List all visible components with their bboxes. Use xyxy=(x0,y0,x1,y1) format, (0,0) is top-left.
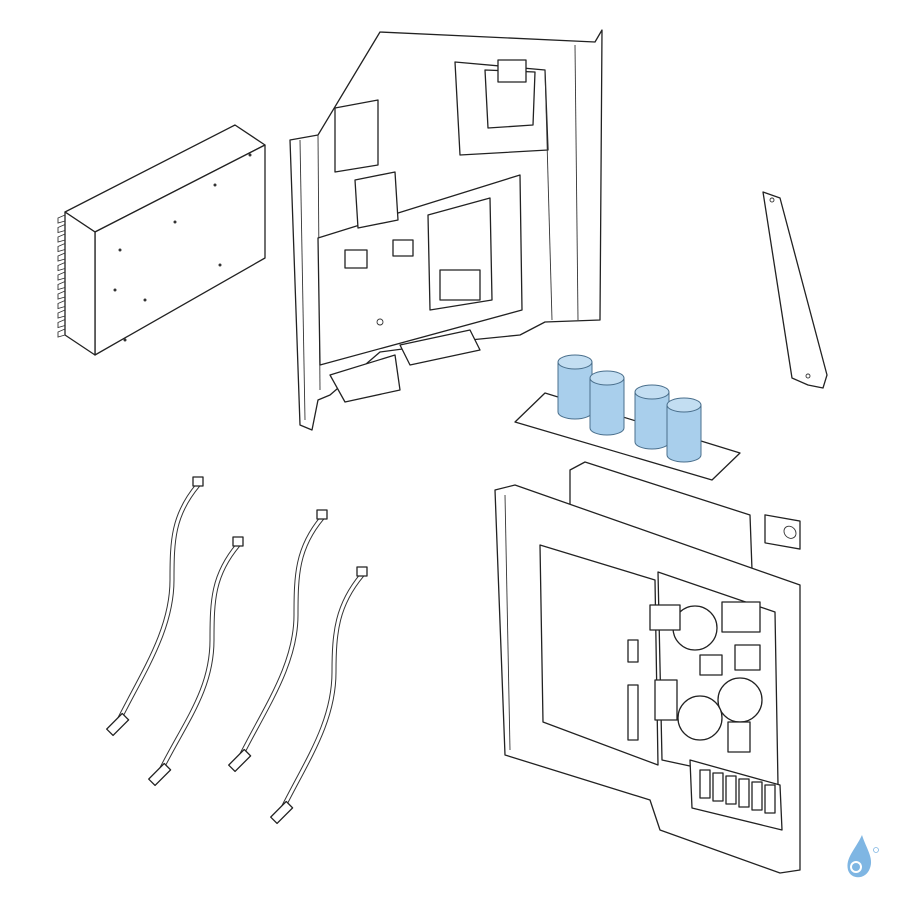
sensor-probe xyxy=(148,536,244,787)
capacitor xyxy=(666,397,702,463)
sensor-probe xyxy=(270,566,368,825)
terminal xyxy=(699,769,711,799)
fin xyxy=(57,262,66,272)
terminal xyxy=(725,775,737,805)
fin xyxy=(57,300,66,310)
capacitor-board[interactable] xyxy=(514,354,741,481)
terminal xyxy=(764,784,776,814)
fin xyxy=(57,224,66,234)
sensor-probe xyxy=(106,476,204,737)
fin xyxy=(57,271,66,281)
fin xyxy=(57,252,66,262)
brand-logo xyxy=(847,835,879,878)
fin xyxy=(57,214,66,224)
fin xyxy=(57,243,66,253)
capacitor xyxy=(634,384,670,450)
fin xyxy=(57,290,66,300)
fin xyxy=(57,309,66,319)
fin xyxy=(57,281,66,291)
control-board-panel[interactable] xyxy=(494,461,801,874)
capacitor xyxy=(589,370,625,436)
fin xyxy=(57,233,66,243)
terminal xyxy=(738,778,750,808)
fin xyxy=(57,328,66,338)
mounting-bracket[interactable] xyxy=(762,191,828,389)
sensor-probe xyxy=(228,509,328,773)
terminal xyxy=(751,781,763,811)
inverter-housing[interactable] xyxy=(289,29,603,431)
capacitor xyxy=(557,354,593,420)
heatsink-fins xyxy=(57,214,66,338)
fin xyxy=(57,319,66,329)
heatsink[interactable] xyxy=(57,124,266,356)
terminal xyxy=(712,772,724,802)
temperature-sensors[interactable] xyxy=(106,476,368,825)
